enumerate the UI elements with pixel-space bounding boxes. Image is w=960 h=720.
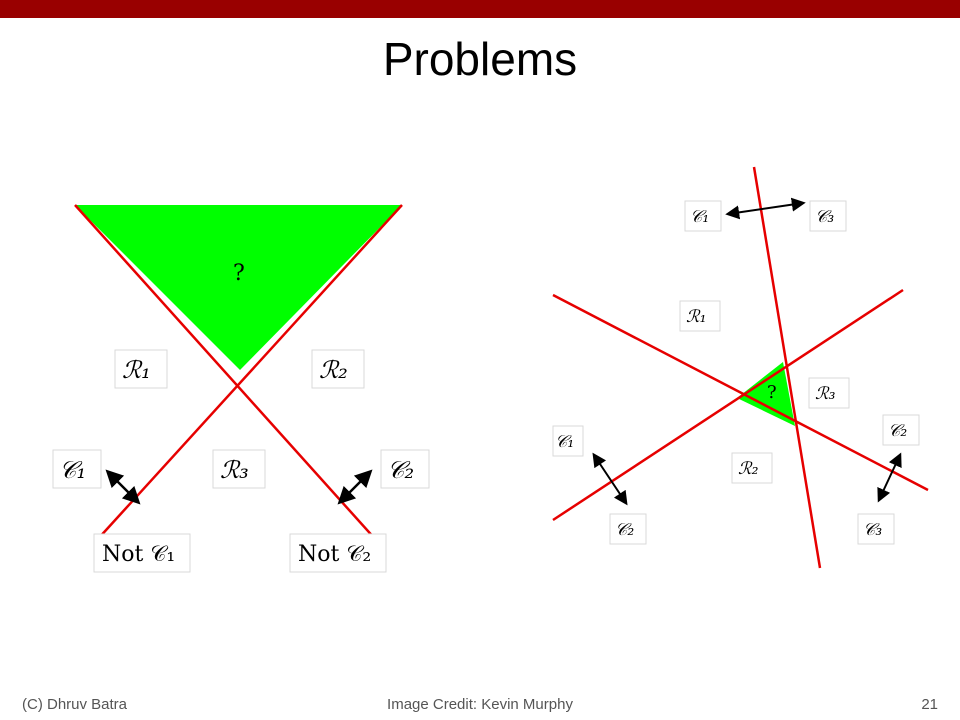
double-arrow-c1-c3-top	[725, 197, 806, 220]
label-r2-left: ℛ₂	[311, 349, 365, 389]
ambiguous-region-left	[75, 205, 402, 370]
label-c1-top-right: 𝒞₁	[684, 200, 722, 232]
double-arrow-c2-c3-right	[877, 452, 902, 503]
label-r1-right: ℛ₁	[679, 300, 721, 332]
label-not-c1-left: Not 𝒞₁	[93, 533, 191, 573]
svg-text:𝒞₁: 𝒞₁	[555, 432, 574, 452]
label-c3-bottom-right: 𝒞₃	[857, 513, 895, 545]
svg-text:ℛ₃: ℛ₃	[220, 456, 249, 484]
label-c2-bottom-right: 𝒞₂	[609, 513, 647, 545]
decision-line-2-left	[96, 204, 403, 541]
footer-page-number: 21	[921, 696, 938, 713]
svg-text:ℛ₂: ℛ₂	[319, 356, 348, 384]
double-arrow-c2-left	[337, 469, 373, 505]
svg-text:𝒞₃: 𝒞₃	[815, 207, 834, 227]
svg-text:Not 𝒞₁: Not 𝒞₁	[102, 542, 175, 567]
svg-text:𝒞₁: 𝒞₁	[59, 456, 86, 484]
svg-text:𝒞₃: 𝒞₃	[863, 520, 882, 540]
svg-text:ℛ₁: ℛ₁	[686, 307, 706, 327]
decision-line-3-right	[552, 288, 904, 522]
question-mark-right: ?	[767, 382, 777, 403]
right-diagram: ? 𝒞₁ 𝒞₃ ℛ₁ ℛ₃ ℛ₂ 𝒞₂ 𝒞₁	[552, 166, 929, 569]
label-c1-left: 𝒞₁	[52, 449, 102, 489]
label-c2-left: 𝒞₂	[380, 449, 430, 489]
double-arrow-c1-c2-left	[592, 452, 628, 506]
label-r1-left: ℛ₁	[114, 349, 168, 389]
svg-text:ℛ₂: ℛ₂	[738, 459, 759, 479]
decision-line-2-right	[552, 293, 929, 492]
label-r2-right: ℛ₂	[731, 452, 773, 484]
label-c2-right: 𝒞₂	[882, 414, 920, 446]
double-arrow-c1-left	[105, 469, 141, 505]
svg-text:𝒞₂: 𝒞₂	[615, 520, 634, 540]
slide-title: Problems	[382, 33, 578, 85]
question-mark-left: ?	[233, 261, 245, 286]
svg-text:Not 𝒞₂: Not 𝒞₂	[298, 542, 371, 567]
svg-text:𝒞₁: 𝒞₁	[690, 207, 709, 227]
label-c3-top-right: 𝒞₃	[809, 200, 847, 232]
footer-image-credit: Image Credit: Kevin Murphy	[387, 696, 573, 713]
label-not-c2-left: Not 𝒞₂	[289, 533, 387, 573]
left-diagram: ? ℛ₁ ℛ₂ ℛ₃ 𝒞₁ 𝒞₂ Not 𝒞₁ Not 𝒞₂	[52, 204, 430, 573]
label-r3-left: ℛ₃	[212, 449, 266, 489]
header-bar	[0, 0, 960, 18]
svg-text:ℛ₁: ℛ₁	[122, 356, 151, 384]
label-c1-left-right: 𝒞₁	[552, 425, 584, 457]
ambiguous-region-right	[737, 362, 795, 426]
svg-text:𝒞₂: 𝒞₂	[888, 421, 907, 441]
svg-text:ℛ₃: ℛ₃	[815, 384, 836, 404]
decision-line-1-left	[74, 204, 386, 551]
svg-text:𝒞₂: 𝒞₂	[387, 456, 414, 484]
label-r3-right: ℛ₃	[808, 377, 850, 409]
footer-author: (C) Dhruv Batra	[22, 696, 128, 713]
